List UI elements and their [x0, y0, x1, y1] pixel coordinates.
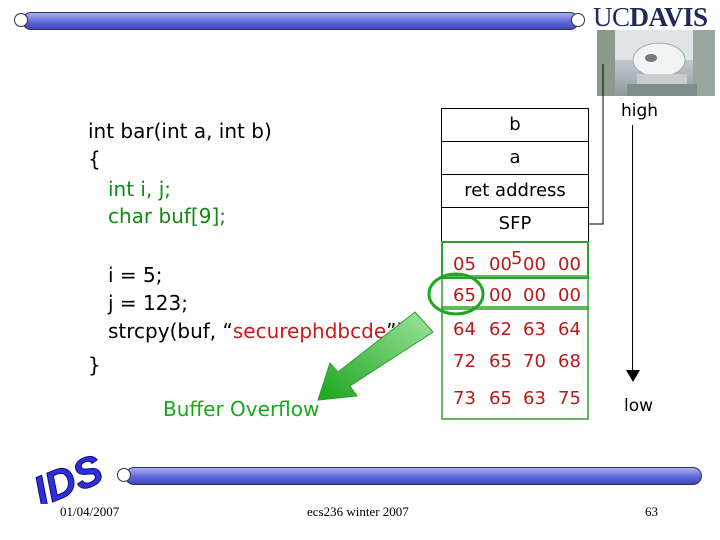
byte-r1-c0: 65 [453, 285, 476, 306]
byte-r1-c3: 00 [558, 285, 581, 306]
footer-course: ecs236 winter 2007 [307, 504, 409, 520]
byte-r4-c1: 65 [489, 388, 512, 409]
byte-r1-c1: 00 [489, 285, 512, 306]
byte-r4-c0: 73 [453, 388, 476, 409]
byte-r2-c0: 64 [453, 319, 476, 340]
byte-r3-c0: 72 [453, 351, 476, 372]
byte-r4-c2: 63 [523, 388, 546, 409]
byte-r2-c1: 62 [489, 319, 512, 340]
byte-r0-overlay: 5 [511, 248, 522, 269]
byte-r3-c2: 70 [523, 351, 546, 372]
ids-logo: IDS [22, 428, 102, 504]
byte-r2-c2: 63 [523, 319, 546, 340]
byte-r1-c2: 00 [523, 285, 546, 306]
arrow-down-icon [626, 370, 640, 384]
footer-date: 01/04/2007 [60, 504, 119, 520]
bottom-decorative-bar [125, 467, 702, 485]
byte-r3-c1: 65 [489, 351, 512, 372]
stack-byte-grid: 05 00 5 00 00 65 00 00 00 64 62 63 64 72… [445, 244, 591, 424]
byte-r0-c0: 05 [453, 254, 476, 275]
byte-r0-c1: 00 [489, 254, 512, 275]
byte-r2-c3: 64 [558, 319, 581, 340]
byte-r0-c2: 00 [523, 254, 546, 275]
footer-page-number: 63 [645, 504, 658, 520]
byte-r3-c3: 68 [558, 351, 581, 372]
byte-r4-c3: 75 [558, 388, 581, 409]
high-label: high [621, 101, 658, 121]
bottom-left-knob-icon [117, 468, 131, 482]
low-label: low [624, 396, 653, 416]
address-axis-line [632, 125, 633, 375]
byte-r0-c3: 00 [558, 254, 581, 275]
svg-text:IDS: IDS [27, 445, 102, 504]
